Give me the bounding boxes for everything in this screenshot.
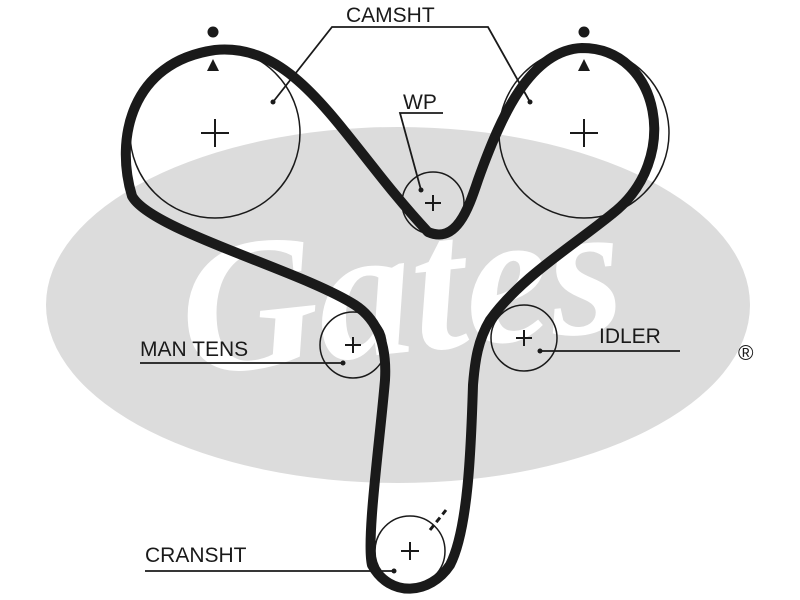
- left-timing-triangle-icon: [207, 59, 219, 71]
- idler-pulley: [490, 304, 558, 372]
- right-timing-triangle-icon: [578, 59, 590, 71]
- crankshaft-center-cross: [401, 542, 419, 560]
- idler-label: IDLER: [599, 325, 661, 348]
- left-camshaft-center-cross: [201, 119, 229, 147]
- gates-watermark: Gates ®: [46, 127, 754, 483]
- manual-tensioner-pulley: [319, 311, 387, 379]
- camshaft-leader-line: [272, 26, 531, 103]
- crankshaft-pulley: [374, 509, 448, 587]
- water-pump-label: WP: [403, 91, 437, 114]
- registered-mark: ®: [738, 342, 754, 365]
- water-pump-center-cross: [425, 195, 441, 211]
- right-timing-dot-icon: [578, 26, 590, 38]
- idler-center-cross: [516, 330, 532, 346]
- right-cam-timing-mark: [578, 26, 590, 71]
- crankshaft-label: CRANSHT: [145, 544, 247, 567]
- left-cam-timing-mark: [207, 26, 219, 71]
- right-camshaft-center-cross: [570, 119, 598, 147]
- manual-tensioner-label: MAN TENS: [140, 338, 248, 361]
- camshaft-label: CAMSHT: [346, 4, 435, 27]
- manual-tensioner-center-cross: [345, 337, 361, 353]
- right-camshaft-pulley: [498, 47, 670, 219]
- water-pump-pulley: [401, 171, 465, 235]
- water-pump-leader-line: [398, 112, 443, 191]
- timing-belt: [120, 43, 660, 594]
- crankshaft-timing-mark: [428, 509, 448, 531]
- leader-lines: [140, 26, 680, 572]
- watermark-oval: [46, 127, 750, 483]
- left-timing-dot-icon: [207, 26, 219, 38]
